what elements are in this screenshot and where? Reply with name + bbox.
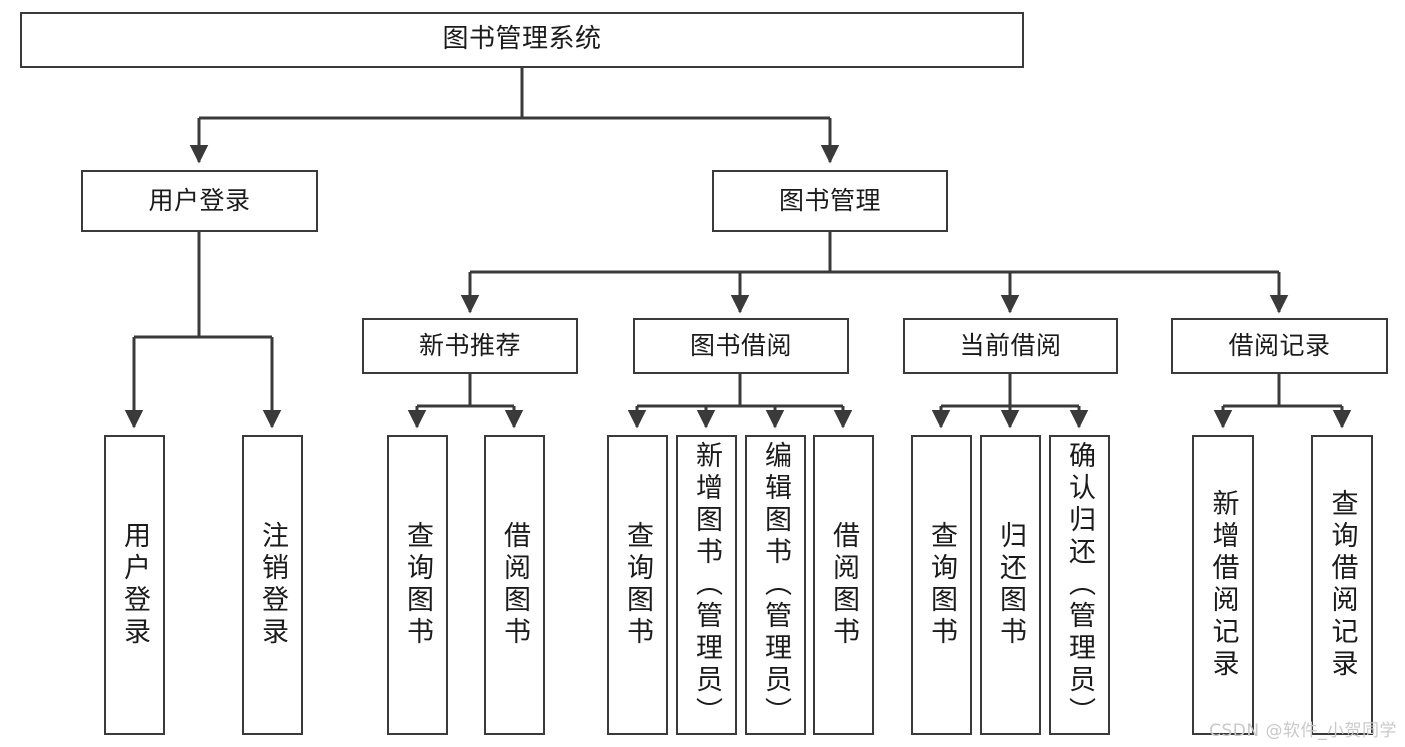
leaf-query-book-2[interactable]: 查询图书 [607, 435, 668, 735]
node-book-management[interactable]: 图书管理 [712, 170, 948, 232]
node-label: 新增图书（管理员） [691, 441, 722, 729]
node-label: 用户登录 [119, 521, 150, 649]
leaf-confirm-return[interactable]: 确认归还（管理员） [1049, 435, 1110, 735]
node-current-borrow[interactable]: 当前借阅 [903, 318, 1118, 374]
node-user-login[interactable]: 用户登录 [81, 170, 318, 232]
node-label: 编辑图书（管理员） [760, 441, 791, 729]
csdn-watermark: CSDN @软件_小贺同学 [1209, 721, 1397, 741]
node-label: 查询借阅记录 [1326, 489, 1358, 681]
node-label: 查询图书 [926, 521, 957, 649]
node-label: 图书管理 [778, 186, 881, 215]
node-label: 注销登录 [257, 521, 288, 649]
leaf-add-borrow-record[interactable]: 新增借阅记录 [1192, 435, 1254, 735]
node-label: 归还图书 [995, 521, 1026, 649]
leaf-add-book[interactable]: 新增图书（管理员） [676, 435, 737, 735]
node-label: 新书推荐 [418, 331, 521, 360]
leaf-borrow-book-2[interactable]: 借阅图书 [813, 435, 874, 735]
leaf-query-borrow-record[interactable]: 查询借阅记录 [1311, 435, 1373, 735]
leaf-query-book-1[interactable]: 查询图书 [387, 435, 448, 735]
node-label: 借阅图书 [499, 521, 530, 649]
node-label: 图书借阅 [689, 331, 792, 360]
leaf-query-book-3[interactable]: 查询图书 [911, 435, 972, 735]
node-root-system[interactable]: 图书管理系统 [20, 12, 1024, 68]
node-label: 借阅记录 [1228, 331, 1331, 360]
node-label: 新增借阅记录 [1207, 489, 1239, 681]
leaf-logout-login[interactable]: 注销登录 [242, 435, 303, 735]
node-label: 图书管理系统 [442, 24, 602, 55]
node-book-borrow[interactable]: 图书借阅 [633, 318, 849, 374]
node-label: 确认归还（管理员） [1064, 441, 1095, 729]
leaf-return-book[interactable]: 归还图书 [980, 435, 1041, 735]
node-borrow-record[interactable]: 借阅记录 [1171, 318, 1388, 374]
node-label: 查询图书 [622, 521, 653, 649]
leaf-borrow-book-1[interactable]: 借阅图书 [484, 435, 545, 735]
leaf-user-login[interactable]: 用户登录 [104, 435, 165, 735]
node-new-book-recommend[interactable]: 新书推荐 [362, 318, 578, 374]
node-label: 借阅图书 [828, 521, 859, 649]
node-label: 当前借阅 [959, 331, 1062, 360]
node-label: 查询图书 [402, 521, 433, 649]
node-label: 用户登录 [148, 186, 251, 215]
leaf-edit-book[interactable]: 编辑图书（管理员） [745, 435, 806, 735]
